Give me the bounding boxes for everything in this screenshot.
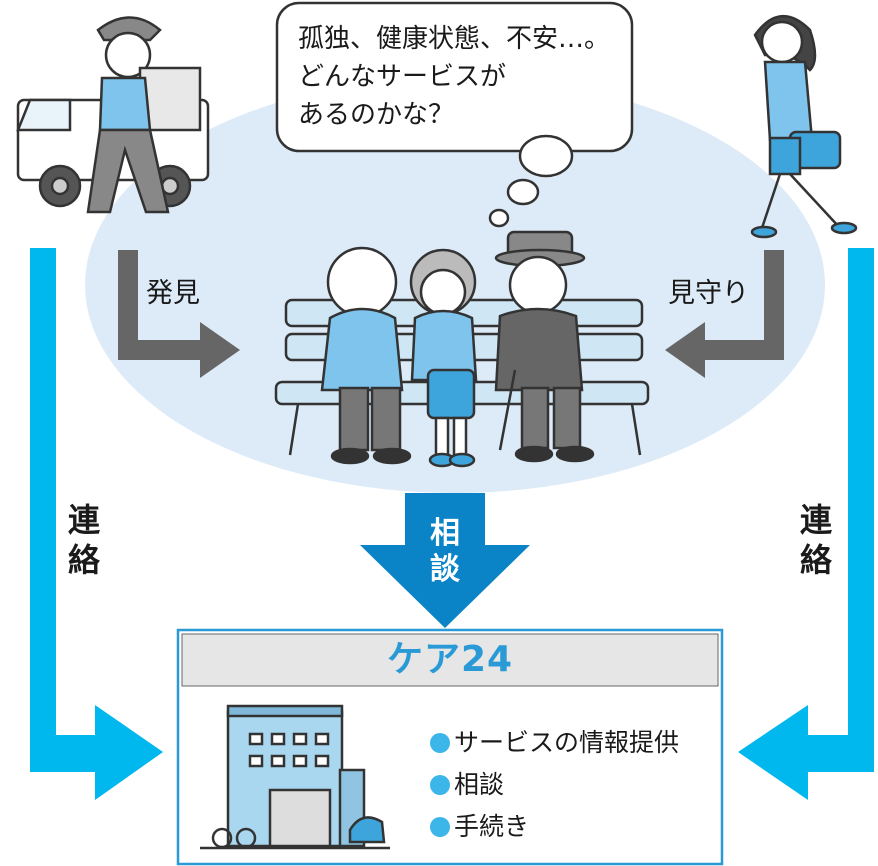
watch-arrow — [665, 250, 784, 378]
speech-line-3: あるのかな？ — [298, 100, 455, 130]
consult-arrow — [360, 493, 530, 628]
care24-title-bar — [181, 633, 719, 687]
building-icon — [200, 704, 390, 850]
service-item: 手続き — [430, 814, 529, 839]
contact-label-left: 連 絡 — [64, 500, 104, 580]
consult-char-1: 相 — [430, 516, 460, 551]
contact-arrow-right — [738, 248, 874, 800]
delivery-worker-illustration — [86, 16, 202, 214]
contact-left-char-1: 連 — [67, 501, 100, 539]
service-item: サービスの情報提供 — [430, 730, 679, 755]
contact-label-right: 連 絡 — [796, 500, 836, 580]
elderly-woman — [409, 248, 478, 468]
consult-char-2: 談 — [430, 552, 460, 587]
service-label: サービスの情報提供 — [454, 728, 680, 757]
speech-line-2: どんなサービスが — [298, 62, 507, 92]
service-item: 相談 — [430, 772, 504, 797]
contact-left-char-2: 絡 — [67, 541, 100, 579]
watch-label: 見守り — [668, 278, 749, 309]
service-label: 手続き — [454, 812, 530, 841]
speech-line-1: 孤独、健康状態、不安…。 — [298, 24, 611, 54]
consult-label: 相 談 — [417, 516, 473, 588]
speech-bubble — [275, 1, 634, 153]
bullet-icon — [430, 775, 450, 795]
walking-woman-illustration — [750, 14, 858, 239]
care24-title: ケア24 — [386, 639, 514, 680]
speech-bubble-text: 孤独、健康状態、不安…。 どんなサービスが あるのかな？ — [298, 20, 628, 134]
discover-arrow — [118, 250, 240, 378]
bullet-icon — [430, 817, 450, 837]
contact-right-char-1: 連 — [799, 501, 832, 539]
service-label: 相談 — [454, 770, 505, 799]
discover-label: 発見 — [146, 278, 200, 309]
elderly-man-left — [320, 246, 412, 465]
elderly-man-right — [494, 230, 595, 463]
contact-arrow-left — [30, 248, 163, 800]
bullet-icon — [430, 733, 450, 753]
contact-right-char-2: 絡 — [799, 541, 832, 579]
